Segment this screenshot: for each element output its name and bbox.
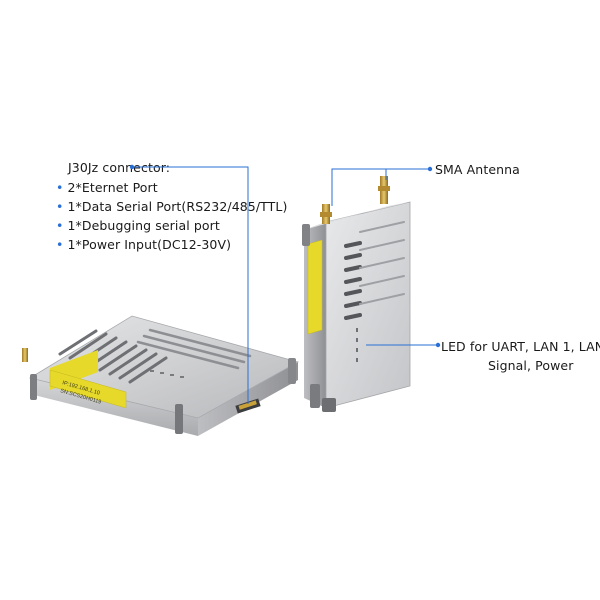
bullet-icon: •	[56, 180, 64, 195]
connector-item: •1*Data Serial Port(RS232/485/TTL)	[56, 199, 288, 214]
antenna-label: SMA Antenna	[435, 162, 520, 177]
bullet-icon: •	[56, 237, 64, 252]
bullet-icon: •	[56, 218, 64, 233]
led-indicators-left	[150, 370, 184, 378]
connector-item: •2*Eternet Port	[56, 180, 158, 195]
led-label-line1: LED for UART, LAN 1, LAN	[441, 339, 600, 354]
connector-title: J30Jz connector:	[68, 160, 171, 175]
right-device	[302, 176, 411, 412]
sma-antenna-connectors	[320, 176, 390, 224]
connector-item: •1*Debugging serial port	[56, 218, 220, 233]
led-label-line2: Signal, Power	[488, 358, 574, 373]
bullet-icon: •	[56, 199, 64, 214]
callout-lines	[132, 166, 438, 404]
connector-item: •1*Power Input(DC12-30V)	[56, 237, 232, 252]
left-device: IP:192.168.1.10 SN:SCS20H0119	[22, 315, 300, 436]
led-indicators-right	[356, 328, 358, 362]
